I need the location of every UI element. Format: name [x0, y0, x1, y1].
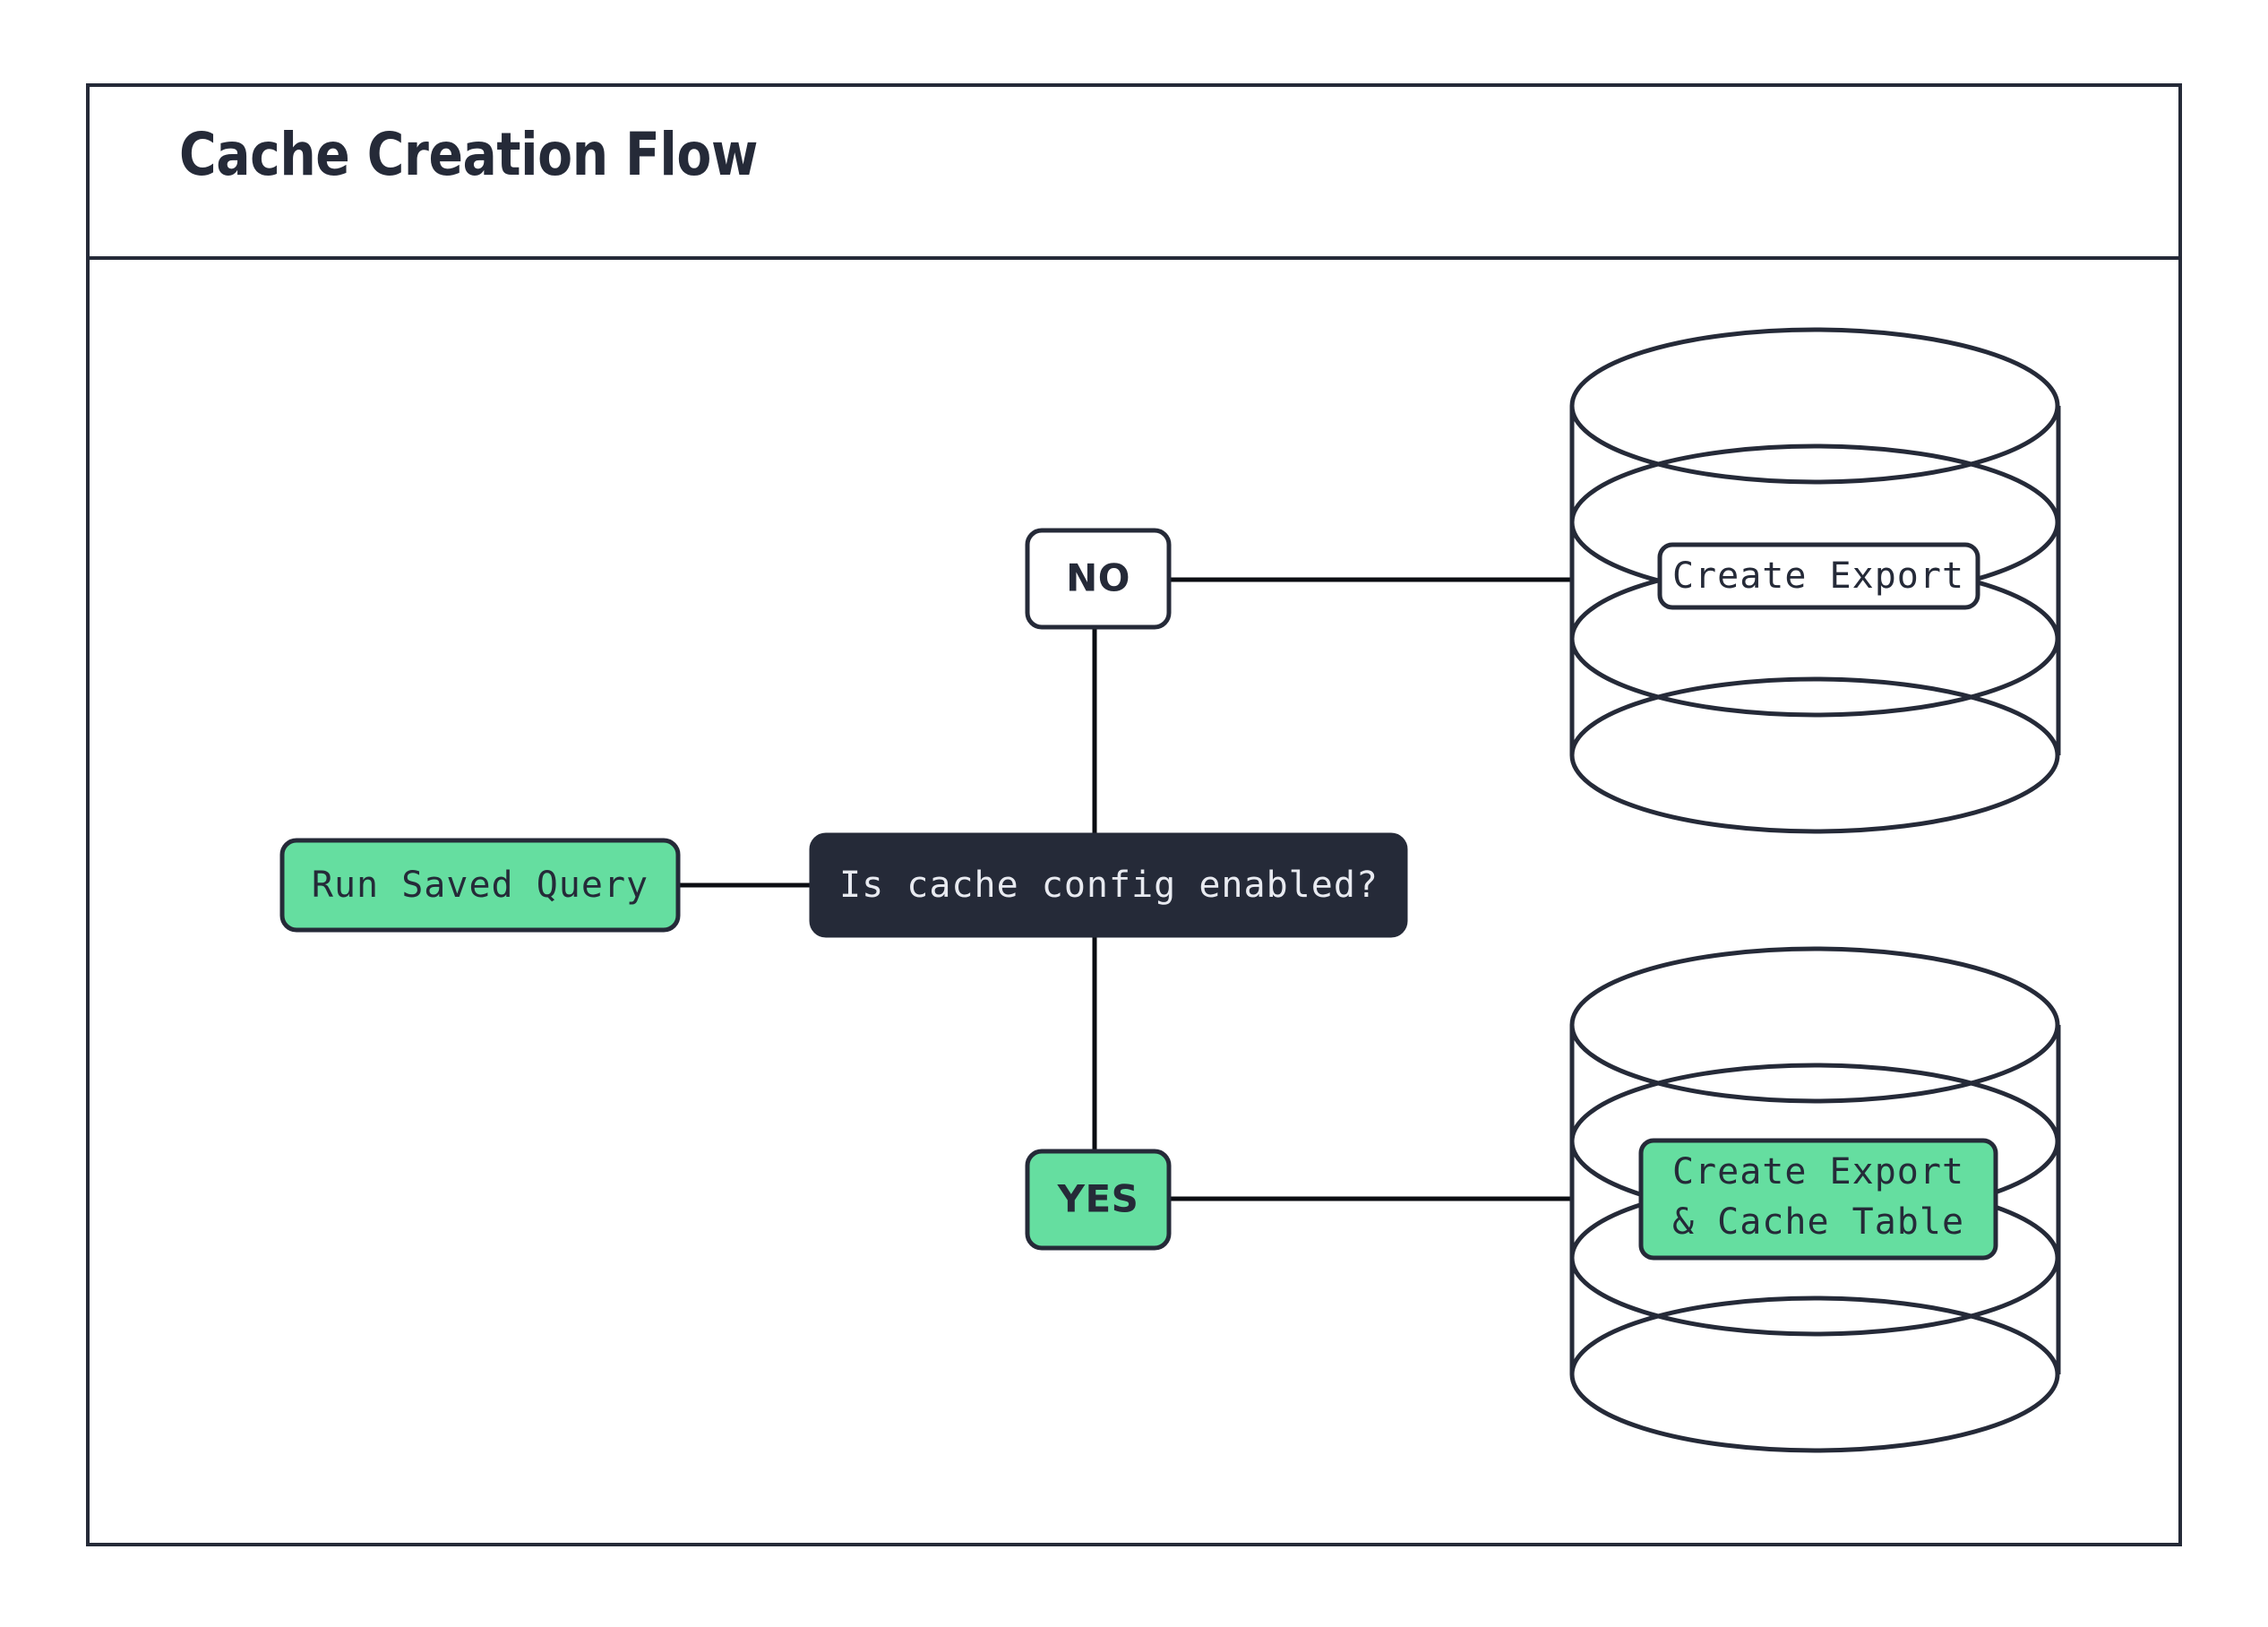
diagram-title: Cache Creation Flow [179, 120, 758, 189]
database-create-export[interactable]: Create Export [1569, 327, 2061, 834]
db-export-cache-label-box [1638, 1138, 1998, 1261]
run-saved-query-label: Run Saved Query [312, 865, 649, 906]
branch-no-label: NO [1066, 556, 1130, 600]
decision-box [809, 832, 1408, 938]
node-branch-yes[interactable]: YES [1025, 1149, 1172, 1251]
branch-no-box [1025, 528, 1172, 630]
branch-yes-label: YES [1057, 1177, 1139, 1221]
node-cache-config-decision[interactable]: Is cache config enabled? [809, 832, 1408, 938]
diagram-title-bar [86, 83, 2182, 260]
db-export-cache-label-line-1: Create Export [1672, 1151, 1964, 1192]
db-export-label-box [1657, 542, 1980, 610]
decision-label: Is cache config enabled? [839, 865, 1379, 906]
db-export-cache-label-line-2: & Cache Table [1672, 1201, 1964, 1243]
edge-layer [678, 577, 1572, 1201]
node-branch-no[interactable]: NO [1025, 528, 1172, 630]
database-create-export-cache-table[interactable]: Create Export & Cache Table [1569, 946, 2061, 1453]
branch-yes-box [1025, 1149, 1172, 1251]
cylinder2-disk-1 [1569, 946, 2060, 1104]
diagram-frame [86, 83, 2182, 1546]
cylinder-disk-1 [1569, 327, 2060, 485]
db-export-label: Create Export [1672, 555, 1964, 597]
cylinder-disk-4 [1569, 676, 2060, 834]
node-run-saved-query[interactable]: Run Saved Query [279, 838, 681, 933]
run-saved-query-box [279, 838, 681, 933]
cylinder2-disk-4 [1569, 1296, 2060, 1453]
